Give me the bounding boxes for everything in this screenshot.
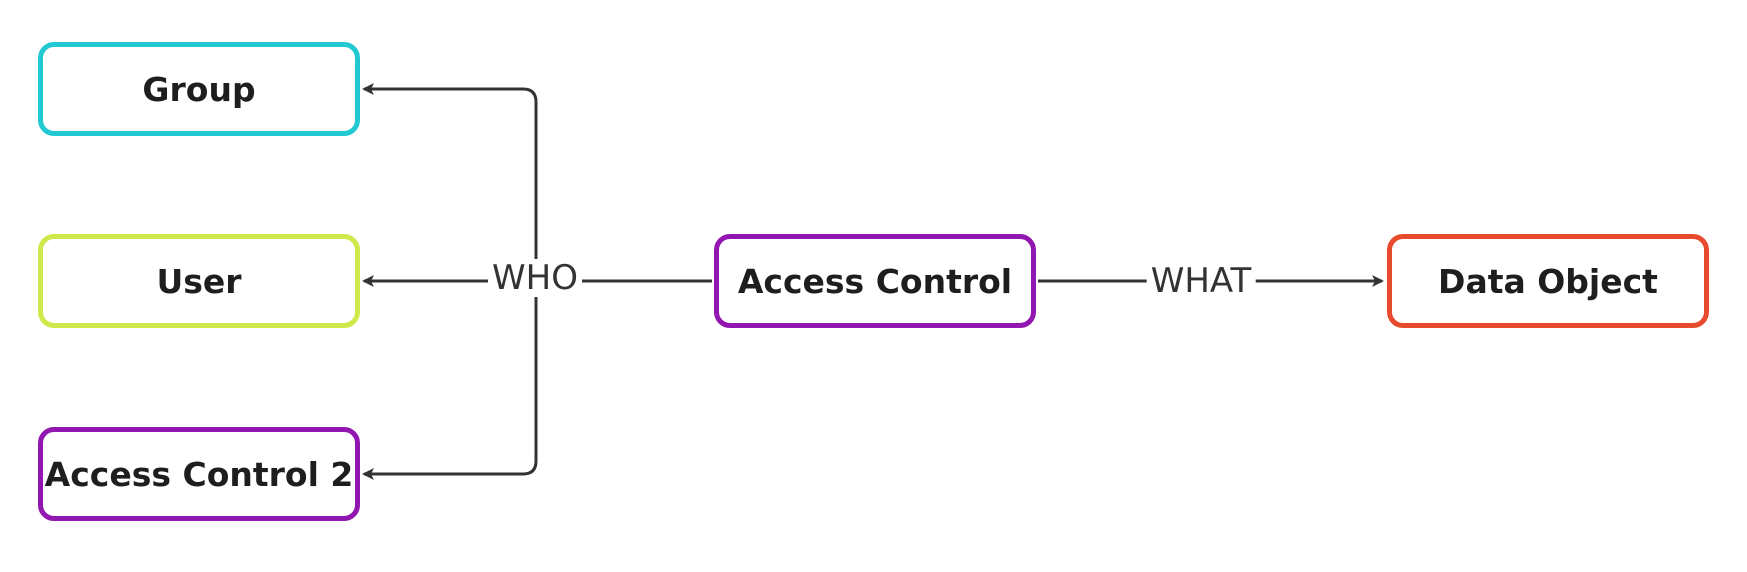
node-access-control[interactable]: Access Control	[714, 234, 1036, 328]
edge-label-what: WHAT	[1146, 262, 1256, 300]
edge-label-who: WHO	[488, 259, 582, 297]
node-access-control-2[interactable]: Access Control 2	[38, 427, 360, 521]
node-user[interactable]: User	[38, 234, 360, 328]
node-data-object[interactable]: Data Object	[1387, 234, 1709, 328]
node-group[interactable]: Group	[38, 42, 360, 136]
edge-who-to-group	[362, 83, 538, 281]
edge-who-to-access-control-2	[362, 281, 538, 480]
